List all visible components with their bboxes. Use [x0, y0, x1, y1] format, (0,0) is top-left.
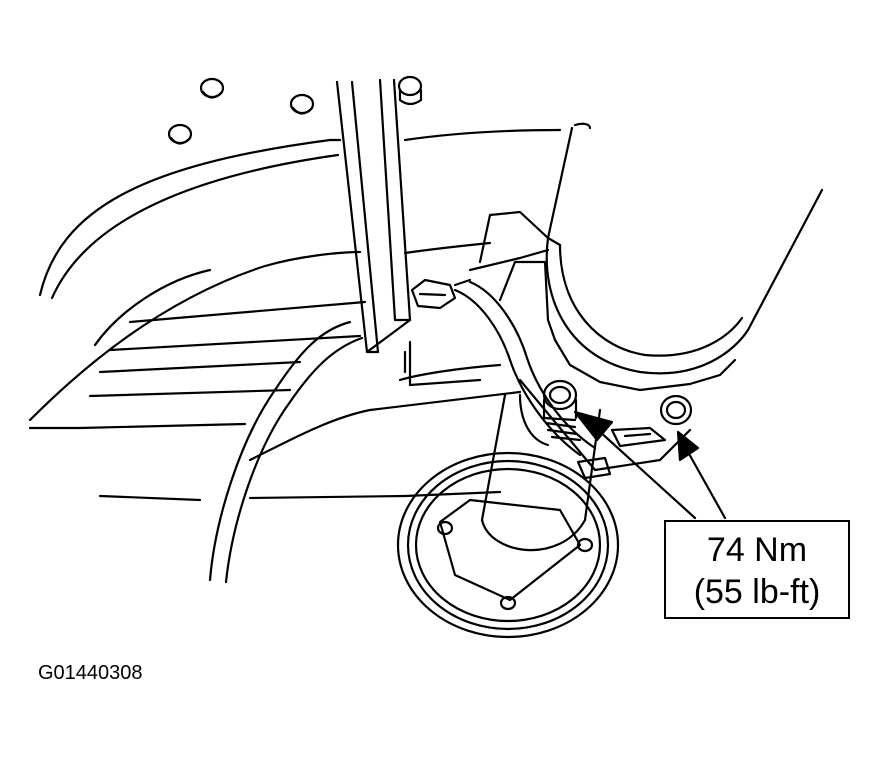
floor-panel-bolts	[167, 75, 423, 145]
arrowhead-left	[573, 410, 614, 442]
callout-leaders	[573, 410, 727, 520]
leader-line-left	[596, 428, 697, 520]
underbody-floor	[28, 128, 562, 502]
torque-callout-box: 74 Nm (55 lb-ft)	[664, 520, 850, 619]
torque-value-metric: 74 Nm	[706, 531, 808, 569]
drum-stud	[576, 537, 594, 553]
drum-stud	[499, 595, 517, 611]
floor-bolt	[167, 123, 193, 145]
floor-bolt	[199, 77, 225, 99]
axle-mounting-plate	[468, 210, 737, 480]
shock-mount-bolt-left	[542, 379, 582, 442]
leader-line-right	[686, 450, 727, 520]
shock-mount-bolt-right	[659, 394, 693, 426]
hose-clip	[410, 278, 472, 310]
floor-bolt	[397, 75, 423, 106]
shock-absorber-body	[545, 122, 824, 375]
frame-bracket	[335, 78, 412, 354]
floor-bolt	[289, 93, 315, 115]
drum-stud	[436, 520, 454, 536]
arrowhead-right	[676, 430, 700, 462]
figure-id-label: G01440308	[38, 662, 143, 684]
torque-value-imperial: (55 lb-ft)	[693, 573, 821, 611]
brake-hose	[208, 280, 597, 584]
brake-drum	[396, 451, 620, 639]
